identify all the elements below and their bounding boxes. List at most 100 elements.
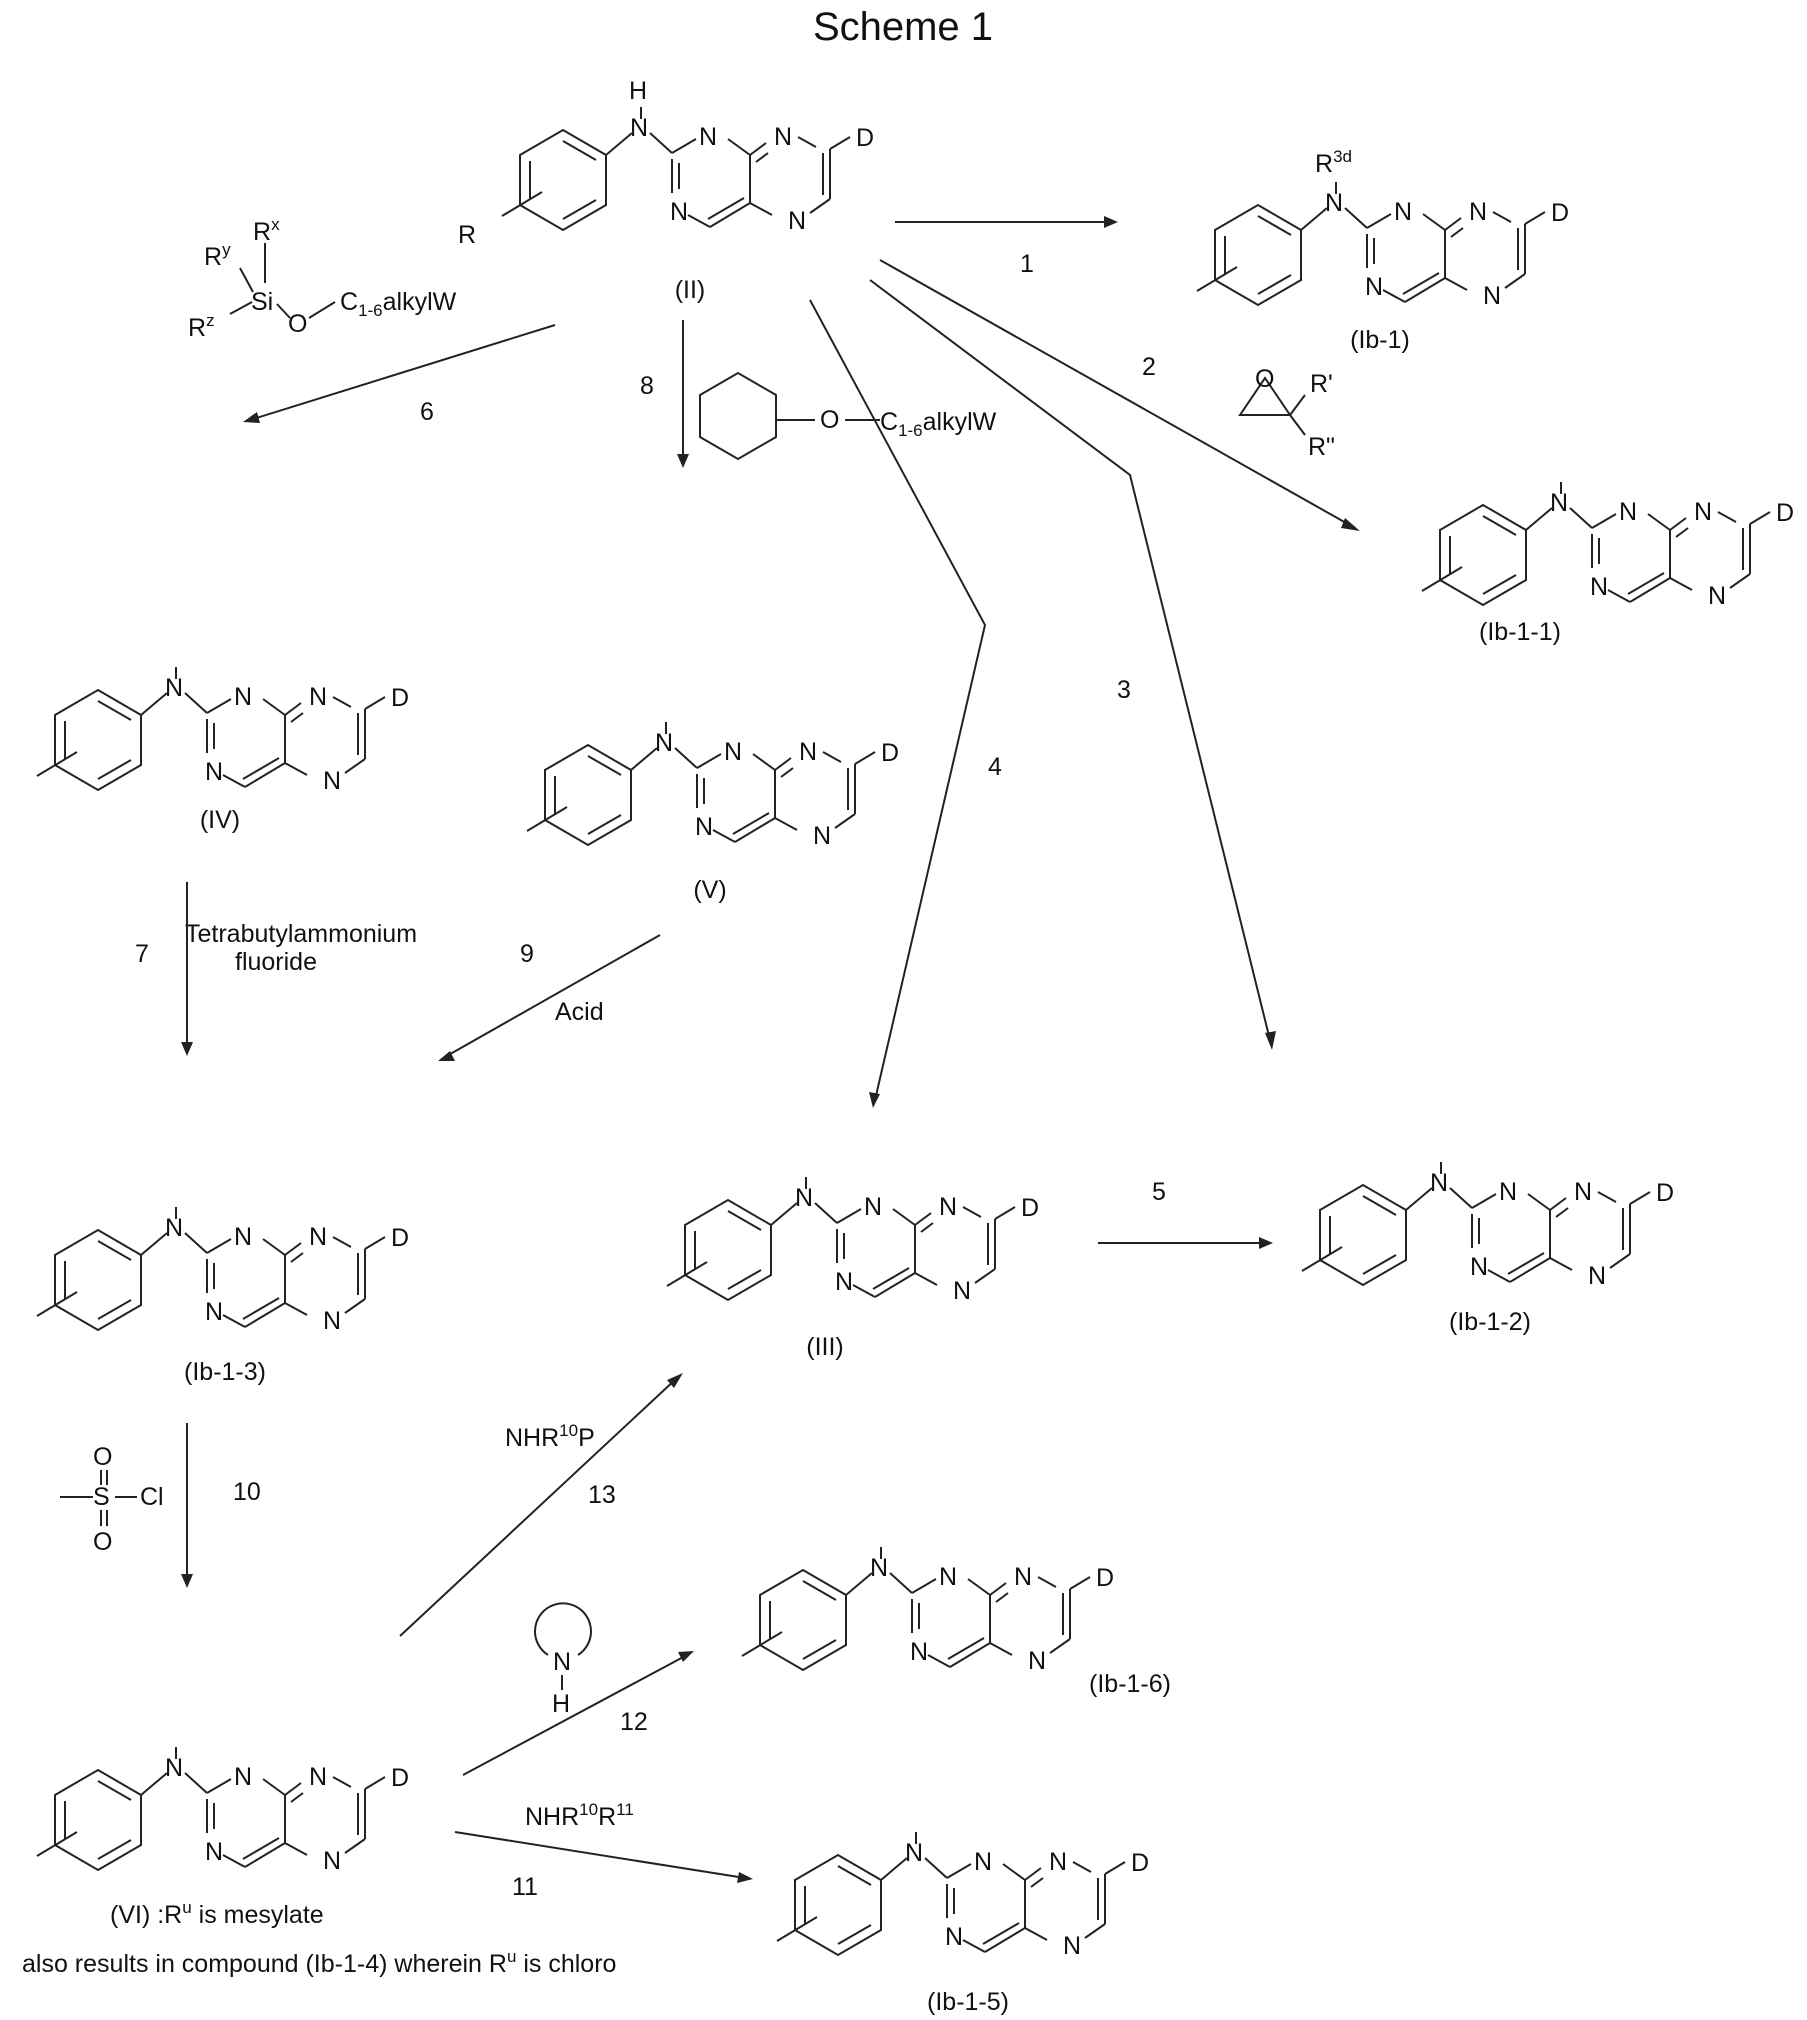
r2n-label: R [458,221,476,249]
atom-label: N [1708,582,1726,610]
atom-label: N [1590,573,1608,601]
compound-Ib-1-label: (Ib-1) [1350,326,1410,354]
compound-III-label: (III) [806,1333,844,1361]
atom-label: N [795,1184,813,1212]
rprime-label: R' [1310,370,1333,398]
atom-label: N [1430,1169,1448,1197]
compound-Ib-1-1: N N N N N D [1422,482,1794,610]
vi-text: (VI) :R [110,1901,182,1929]
footnote-post: is chloro [516,1950,616,1978]
rz-sup: z [206,311,215,330]
step-9: 9 [520,940,534,968]
atom-label: N [165,674,183,702]
compound-Ib-1-1-label: (Ib-1-1) [1479,618,1561,646]
vi-sup: u [182,1898,191,1917]
atom-label: D [391,684,409,712]
reagent-silyl-ether: Rx Ry Rz Si O C1-6alkylW [188,215,457,342]
nhr-text: NHR [525,1803,579,1831]
atom-label: N [905,1839,923,1867]
footnote: also results in compound (Ib-1-4) wherei… [22,1947,616,1978]
compound-Ib-1-2-label: (Ib-1-2) [1449,1308,1531,1336]
o-label: O [93,1443,112,1471]
step-10: 10 [233,1478,261,1506]
step-6: 6 [420,398,434,426]
atom-label: N [205,1298,223,1326]
atom-label: N [1550,489,1568,517]
alkyl-label: alkyl [923,408,973,436]
reagent-mesyl-chloride: S O O Cl [60,1443,164,1556]
atom-label: N [1694,498,1712,526]
atom-label: D [1096,1564,1114,1592]
atom-label: N [655,729,673,757]
step-1: 1 [1020,250,1034,278]
sup10: 10 [579,1800,598,1819]
compound-IV: N N N N N D [37,667,409,795]
o-label: O [288,310,307,338]
atom-label: N [309,1223,327,1251]
r-text: R [598,1803,616,1831]
reagent-tbaf-2: fluoride [235,948,317,976]
n-label: N [553,1648,571,1676]
atom-label: N [774,123,792,151]
o-label: O [820,406,839,434]
c16-sub: 1-6 [898,421,923,440]
atom-label: N [1483,282,1501,310]
r-label: R [253,218,271,246]
scheme-title: Scheme 1 [813,5,993,49]
r-label: R [204,243,222,271]
atom-label: D [1776,499,1794,527]
r3d-sup: 3d [1333,147,1352,166]
r-label: R [1315,150,1333,178]
r3d-label: R3d [1315,147,1352,178]
atom-label: N [1469,198,1487,226]
atom-label: D [856,124,874,152]
c-label: C [340,288,358,316]
atom-label: N [699,123,717,151]
chain-label: C1-6alkylW [880,408,997,440]
vi-rest: is mesylate [192,1901,324,1929]
step-3: 3 [1117,676,1131,704]
chain-label: C1-6alkylW [340,288,457,320]
ry-label: Ry [204,240,231,271]
compound-Ib-1-6: N N N N N D [742,1547,1114,1675]
atom-label: N [234,1223,252,1251]
atom-label: N [974,1848,992,1876]
r-label: R [188,314,206,342]
compound-Ib-1-6-label: (Ib-1-6) [1089,1670,1171,1698]
h-label: H [552,1690,570,1718]
atom-label: N [813,822,831,850]
atom-label: N [309,1763,327,1791]
atom-label: D [1131,1849,1149,1877]
atom-label: D [1551,199,1569,227]
compound-IV-label: (IV) [200,806,240,834]
footnote-pre: also results in compound (Ib-1-4) wherei… [22,1950,507,1978]
c16-sub: 1-6 [358,301,383,320]
atom-label: N [165,1754,183,1782]
step-numbers: 1 2 3 4 5 6 7 8 9 10 11 12 13 [135,250,1166,1901]
atom-label: N [864,1193,882,1221]
atom-label: N [630,114,648,142]
reagent-cyclic-amine: N H [535,1603,591,1718]
compound-Ib-1-2: N N N N N D [1302,1162,1674,1290]
atom-label: N [953,1277,971,1305]
reagent-epoxide: O R' R" [1240,365,1335,461]
cl-label: Cl [140,1483,164,1511]
atom-label: N [939,1193,957,1221]
reagent-tbaf: Tetrabutylammonium [185,920,417,948]
footnote-sup: u [507,1947,516,1966]
atom-label: N [234,683,252,711]
step-8: 8 [640,372,654,400]
atom-label: N [1063,1932,1081,1960]
compound-VI: N N N N N D [37,1747,409,1875]
atom-label: N [323,767,341,795]
atom-label: N [1574,1178,1592,1206]
atom-label: N [870,1554,888,1582]
atom-label: D [1656,1179,1674,1207]
compound-Ib-1-5: N N N N N D [777,1832,1149,1960]
atom-label: N [910,1638,928,1666]
atom-label: N [939,1563,957,1591]
atom-label: N [1049,1848,1067,1876]
atom-label: N [1588,1262,1606,1290]
reagent-nhr10r11: NHR10R11 [525,1800,634,1831]
atom-label: D [391,1764,409,1792]
